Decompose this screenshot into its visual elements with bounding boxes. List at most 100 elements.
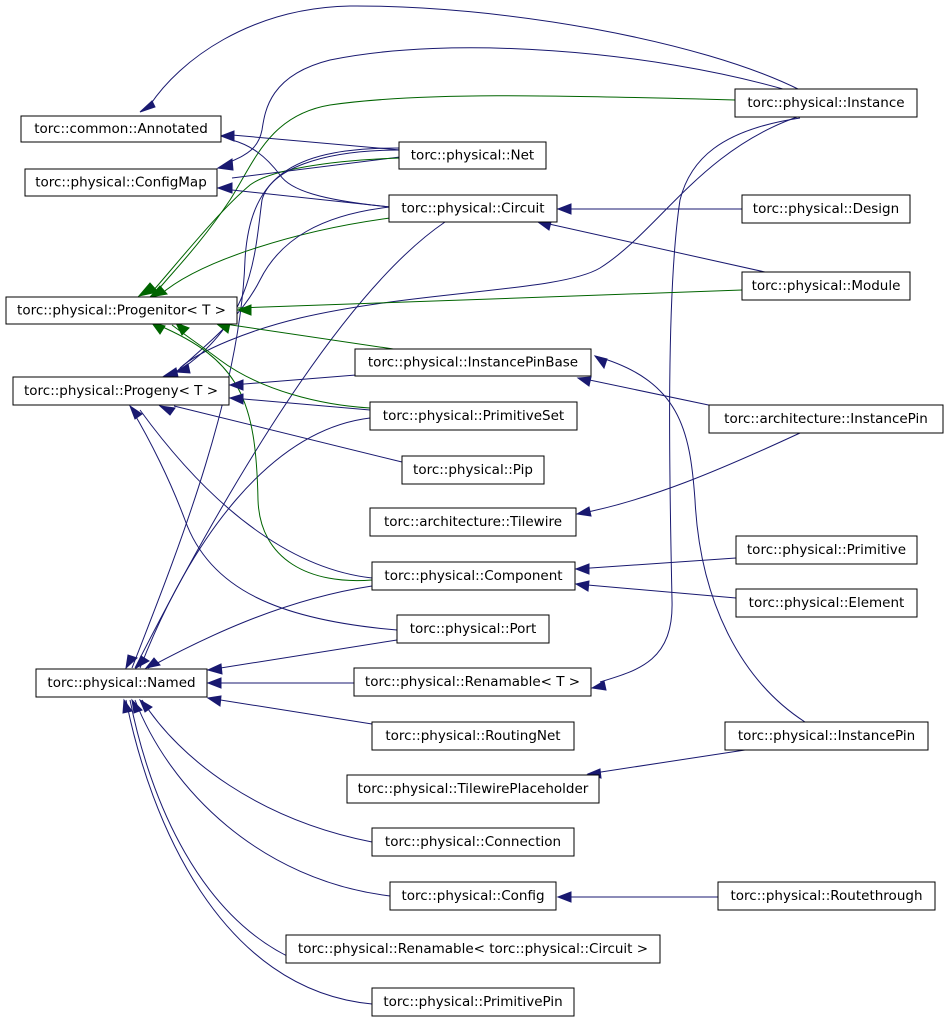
- node-renamable-t[interactable]: torc::physical::Renamable< T >: [353, 667, 592, 697]
- arrowhead-circuit-bottom: [536, 221, 552, 231]
- arrowhead-instancepinbase-right-a: [593, 355, 608, 370]
- edge-connection-to-named: [141, 699, 373, 843]
- node-label: torc::physical::Circuit: [401, 201, 544, 217]
- node-pip[interactable]: torc::physical::Pip: [401, 455, 545, 485]
- edge-primitiveset-to-named: [139, 417, 371, 669]
- edge-instance-to-progeny: [179, 115, 801, 369]
- arrowhead-instancepinbase-right-b: [576, 376, 592, 387]
- edge-config-to-named: [134, 699, 391, 897]
- node-label: torc::physical::Renamable< T >: [365, 674, 580, 690]
- node-label: torc::physical::Progenitor< T >: [17, 303, 226, 319]
- edge-circuit-to-configmap: [231, 189, 391, 208]
- node-instancepinbase[interactable]: torc::physical::InstancePinBase: [354, 348, 592, 377]
- node-primitivepin[interactable]: torc::physical::PrimitivePin: [371, 987, 575, 1017]
- edge-component-to-named: [147, 585, 373, 669]
- node-progeny[interactable]: torc::physical::Progeny< T >: [12, 376, 230, 406]
- arrowhead-progenitor-top-b: [148, 285, 168, 298]
- edge-circuit-to-progeny: [175, 206, 391, 373]
- arrowhead-progeny-bottom-b: [158, 405, 176, 416]
- arrowhead-progenitor-bottom-b: [174, 322, 190, 336]
- node-label: torc::physical::Design: [753, 201, 899, 217]
- node-label: torc::physical::Instance: [747, 95, 904, 111]
- arrowhead-named-bottom-a: [122, 698, 133, 714]
- edge-element-to-component: [575, 583, 737, 599]
- arrowhead-named-top-c: [144, 657, 161, 669]
- edge-routingnet-to-named: [207, 697, 373, 725]
- node-label: torc::physical::Port: [410, 621, 537, 637]
- edge-physinstancepin-to-tilewireplaceholder: [587, 749, 746, 775]
- node-primitive[interactable]: torc::physical::Primitive: [735, 535, 918, 565]
- edge-component-to-progenitor: [157, 324, 373, 582]
- node-net[interactable]: torc::physical::Net: [398, 141, 547, 170]
- arrowhead-named-right-c: [206, 695, 222, 707]
- node-named[interactable]: torc::physical::Named: [35, 668, 208, 698]
- arrowhead-component-right-b: [574, 580, 590, 592]
- arrowhead-named-bottom-b: [131, 698, 143, 714]
- node-label: torc::physical::Routethrough: [731, 888, 923, 904]
- node-label: torc::physical::Primitive: [747, 542, 906, 558]
- arrowhead-configmap-right-b: [216, 182, 233, 194]
- edge-circuit-to-progenitor: [159, 217, 391, 296]
- node-label: torc::physical::Renamable< torc::physica…: [298, 941, 648, 957]
- edge-port-to-named: [207, 639, 398, 671]
- arrowhead-tilewire-right: [575, 506, 592, 517]
- edge-primitivepin-to-named: [125, 699, 373, 1005]
- node-label: torc::physical::InstancePin: [738, 728, 915, 744]
- node-element[interactable]: torc::physical::Element: [735, 588, 918, 618]
- node-config[interactable]: torc::physical::Config: [389, 881, 557, 911]
- arrowhead-progeny-bottom-a: [128, 404, 143, 420]
- node-circuit[interactable]: torc::physical::Circuit: [388, 194, 558, 223]
- node-routingnet[interactable]: torc::physical::RoutingNet: [371, 721, 575, 751]
- node-component[interactable]: torc::physical::Component: [371, 561, 576, 591]
- node-tilewireplaceholder[interactable]: torc::physical::TilewirePlaceholder: [346, 774, 600, 804]
- arrowhead-named-right-a: [206, 663, 223, 675]
- edge-module-to-circuit: [539, 221, 766, 273]
- node-module[interactable]: torc::physical::Module: [741, 271, 911, 301]
- arrowhead-annotated: [139, 100, 156, 113]
- node-instance[interactable]: torc::physical::Instance: [734, 88, 918, 118]
- edge-net-to-named: [131, 147, 401, 669]
- node-label: torc::architecture::Tilewire: [384, 514, 562, 530]
- node-progenitor[interactable]: torc::physical::Progenitor< T >: [5, 296, 238, 325]
- edge-net-to-annotated: [231, 134, 401, 151]
- nodes: torc::common::Annotated torc::physical::…: [5, 88, 944, 1017]
- node-label: torc::physical::Net: [411, 148, 534, 164]
- node-label: torc::physical::Module: [752, 278, 901, 294]
- arrowhead-annotated-right: [219, 130, 235, 142]
- arrowhead-named-right-b: [206, 677, 222, 689]
- node-renamable-circuit[interactable]: torc::physical::Renamable< torc::physica…: [285, 934, 661, 964]
- edge-primitiveset-to-progeny: [231, 397, 371, 411]
- node-label: torc::physical::Connection: [385, 834, 561, 850]
- arrowhead-progenitor-bottom-a: [150, 322, 166, 335]
- arrowheads: [122, 100, 608, 903]
- arrowhead-config-right: [556, 891, 572, 903]
- edge-physinstancepin-to-instancepinbase: [594, 355, 806, 723]
- node-label: torc::physical::Element: [749, 595, 905, 611]
- node-connection[interactable]: torc::physical::Connection: [371, 827, 575, 857]
- edge-port-to-progeny: [131, 409, 398, 631]
- node-label: torc::architecture::InstancePin: [724, 411, 928, 427]
- node-configmap[interactable]: torc::physical::ConfigMap: [24, 168, 218, 197]
- node-annotated[interactable]: torc::common::Annotated: [20, 115, 222, 143]
- node-routethrough[interactable]: torc::physical::Routethrough: [717, 881, 936, 911]
- node-port[interactable]: torc::physical::Port: [396, 614, 550, 644]
- arrowhead-progeny-right-b: [228, 393, 244, 405]
- arrowhead-component-right-a: [574, 563, 590, 575]
- node-label: torc::physical::Component: [384, 568, 562, 584]
- node-label: torc::physical::Progeny< T >: [24, 383, 218, 399]
- node-phys-instancepin[interactable]: torc::physical::InstancePin: [724, 721, 929, 751]
- edge-circuit-to-named: [134, 221, 446, 669]
- edge-module-to-progenitor: [237, 289, 743, 309]
- edge-instancepinbase-to-progeny: [231, 374, 357, 386]
- node-arch-tilewire[interactable]: torc::architecture::Tilewire: [369, 507, 577, 537]
- arrowhead-named-bottom-c: [138, 698, 153, 713]
- arrowhead-circuit-right: [556, 203, 572, 215]
- node-design[interactable]: torc::physical::Design: [741, 194, 911, 224]
- edge-instance-to-progenitor: [157, 95, 736, 291]
- edge-pip-to-progeny: [173, 405, 403, 463]
- arrowhead-progenitor-right: [236, 304, 252, 316]
- arrowhead-renamablet-right: [590, 680, 607, 691]
- node-label: torc::physical::ConfigMap: [35, 175, 207, 191]
- node-primitiveset[interactable]: torc::physical::PrimitiveSet: [369, 401, 578, 431]
- node-arch-instancepin[interactable]: torc::architecture::InstancePin: [708, 404, 944, 434]
